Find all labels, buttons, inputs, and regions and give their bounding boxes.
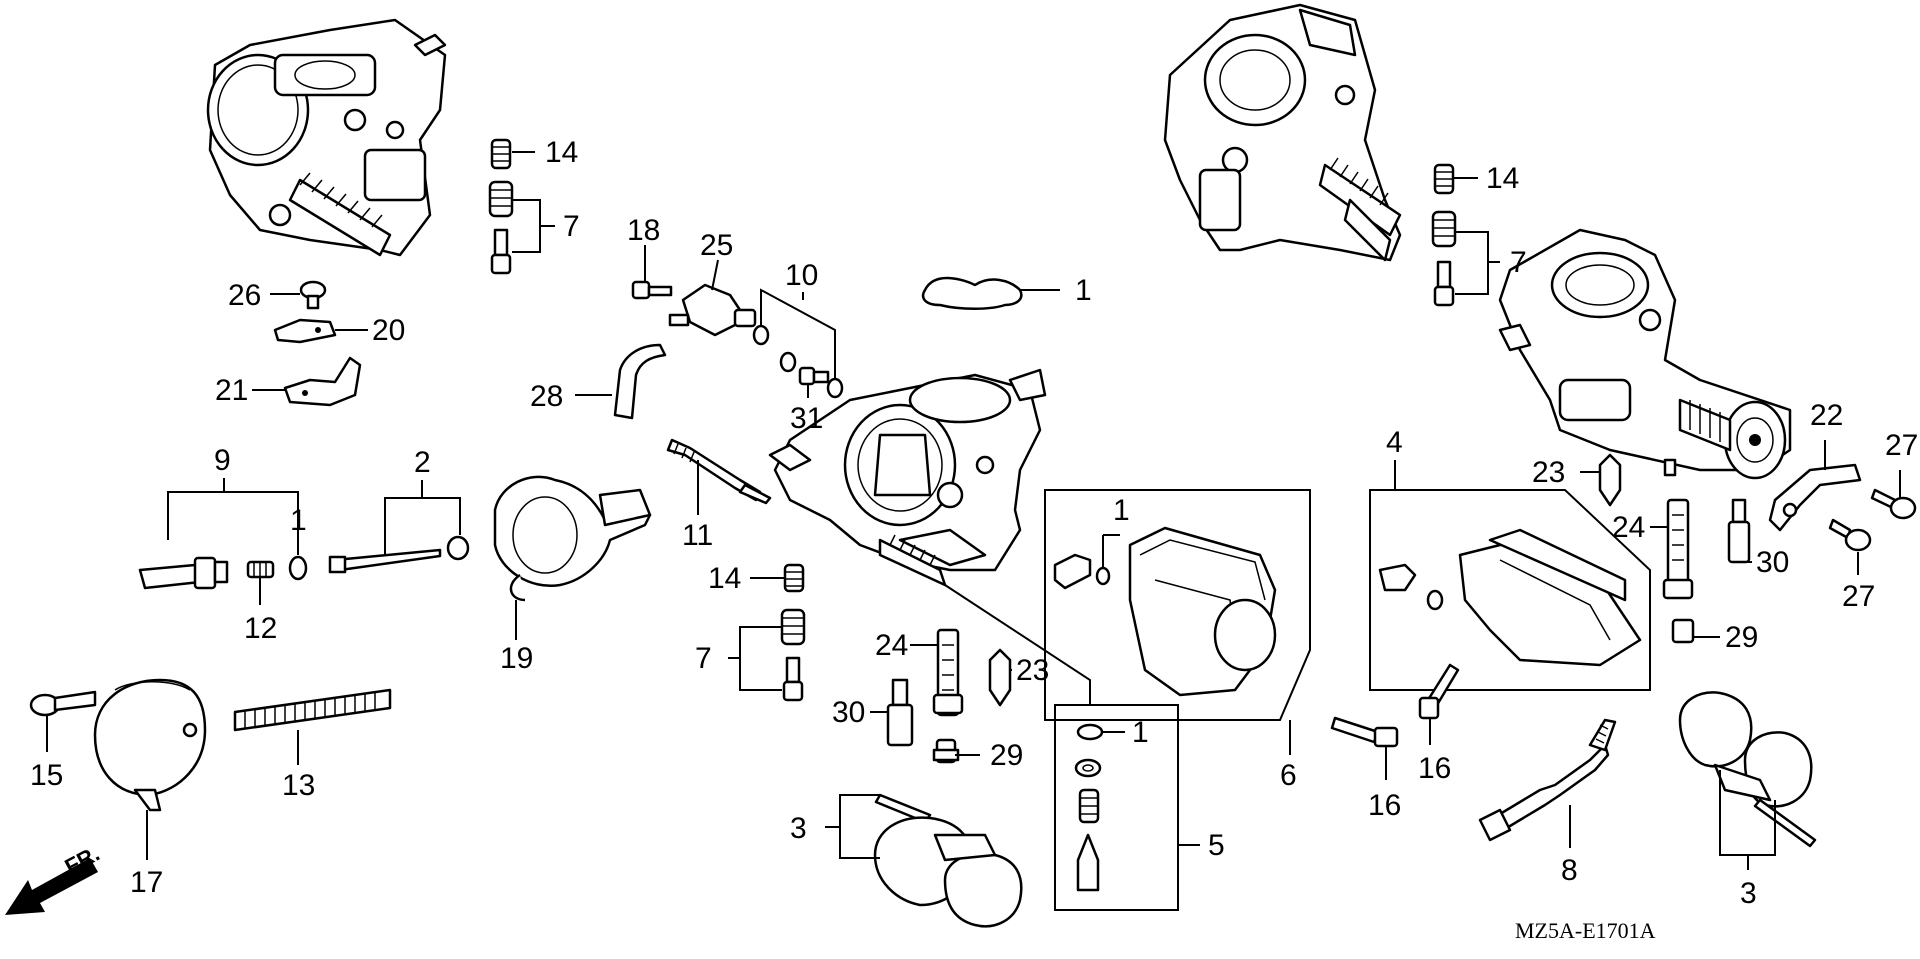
carburetor-body-top-right bbox=[1163, 3, 1402, 262]
screw-part-15 bbox=[29, 690, 97, 717]
callout-20: 20 bbox=[372, 314, 405, 347]
cover-part-17 bbox=[93, 678, 207, 812]
carburetor-body-right bbox=[1498, 228, 1792, 480]
callout-10: 10 bbox=[785, 259, 818, 292]
screw-part-16-left bbox=[1330, 716, 1399, 748]
needle-part-2 bbox=[328, 535, 470, 574]
o-ring-part-10 bbox=[752, 324, 844, 399]
spring-part-14-top-left bbox=[490, 138, 512, 170]
callout-9: 9 bbox=[214, 444, 231, 477]
valve-part-25 bbox=[668, 283, 757, 337]
callout-11: 11 bbox=[682, 519, 713, 552]
callout-14-top-left: 14 bbox=[545, 136, 578, 169]
callout-14-center: 14 bbox=[708, 562, 741, 595]
jet-part-30-center bbox=[886, 678, 914, 747]
float-chamber-part-4 bbox=[1369, 489, 1651, 691]
carburetor-body-top-left bbox=[206, 18, 447, 257]
jet-part-30-right bbox=[1727, 498, 1751, 564]
carburetor-body-center bbox=[768, 368, 1047, 587]
callout-12: 12 bbox=[244, 612, 277, 645]
throttle-part-3-right bbox=[1678, 691, 1817, 848]
cable-part-8 bbox=[1478, 718, 1617, 842]
front-direction-arrow: FR. bbox=[5, 841, 104, 915]
callout-23-center: 23 bbox=[1016, 654, 1049, 687]
callout-7-center: 7 bbox=[695, 642, 712, 675]
callout-21: 21 bbox=[215, 374, 248, 407]
callout-30-right: 30 bbox=[1756, 546, 1789, 579]
jet-set-part-7-top-left bbox=[488, 180, 514, 275]
callout-29-right: 29 bbox=[1725, 621, 1758, 654]
callout-1-gasket: 1 bbox=[1075, 274, 1092, 307]
callout-7-top-left: 7 bbox=[563, 210, 580, 243]
float-needle-set-part-5 bbox=[1054, 704, 1179, 911]
callout-19: 19 bbox=[500, 642, 533, 675]
float-chamber-part-6 bbox=[1044, 489, 1311, 721]
needle-jet-part-24-center bbox=[932, 628, 964, 717]
callout-3-center: 3 bbox=[790, 812, 807, 845]
callout-27-upper: 27 bbox=[1885, 429, 1918, 462]
gasket-part-1 bbox=[921, 276, 1023, 310]
callout-24-right: 24 bbox=[1612, 511, 1645, 544]
screw-part-16-right bbox=[1418, 663, 1460, 720]
bracket-part-22 bbox=[1768, 463, 1862, 532]
diagram-code: MZ5A-E1701A bbox=[1515, 918, 1656, 943]
spring-part-13 bbox=[233, 688, 392, 732]
callout-leader-lines bbox=[46, 151, 1901, 870]
callout-13: 13 bbox=[282, 769, 315, 802]
callout-16-right: 16 bbox=[1418, 752, 1451, 785]
callout-15: 15 bbox=[30, 759, 63, 792]
callout-1-left: 1 bbox=[290, 504, 307, 537]
callout-14-top-right: 14 bbox=[1486, 162, 1519, 195]
callout-1-part-6: 1 bbox=[1113, 494, 1130, 527]
tube-part-28 bbox=[613, 343, 667, 420]
screw-part-27-upper bbox=[1870, 488, 1917, 520]
callout-22: 22 bbox=[1810, 399, 1843, 432]
callout-1-part-5: 1 bbox=[1132, 716, 1149, 749]
screw-part-27-lower bbox=[1828, 518, 1872, 552]
callout-4: 4 bbox=[1386, 426, 1403, 459]
throttle-part-3-center bbox=[873, 793, 1023, 928]
jet-set-part-7-top-right bbox=[1431, 210, 1457, 307]
callout-8: 8 bbox=[1561, 854, 1578, 887]
spring-part-14-center bbox=[783, 563, 805, 593]
callout-24-center: 24 bbox=[875, 629, 908, 662]
jet-part-29-center bbox=[932, 738, 960, 764]
callout-28: 28 bbox=[530, 380, 563, 413]
callout-6: 6 bbox=[1280, 759, 1297, 792]
callout-18: 18 bbox=[627, 214, 660, 247]
callout-23-right: 23 bbox=[1532, 456, 1565, 489]
screw-part-18 bbox=[631, 280, 673, 300]
float-valve-part-23-center bbox=[988, 648, 1012, 707]
float-valve-part-23-right bbox=[1598, 453, 1622, 507]
callout-2: 2 bbox=[414, 446, 431, 479]
callout-7-top-right: 7 bbox=[1510, 246, 1527, 279]
callout-5: 5 bbox=[1208, 829, 1225, 862]
callout-29-center: 29 bbox=[990, 739, 1023, 772]
bracket-part-21 bbox=[283, 356, 362, 407]
callout-31: 31 bbox=[790, 402, 823, 435]
callout-25: 25 bbox=[700, 229, 733, 262]
bracket-part-20 bbox=[273, 318, 337, 344]
callout-3-right: 3 bbox=[1740, 877, 1757, 910]
screw-part-26 bbox=[299, 280, 327, 310]
spring-part-14-top-right bbox=[1433, 163, 1455, 195]
jet-part-29-right bbox=[1671, 618, 1695, 644]
o-ring-part-1-left bbox=[288, 555, 308, 581]
spring-part-12 bbox=[246, 560, 275, 579]
callout-27-lower: 27 bbox=[1842, 580, 1875, 613]
needle-jet-part-24-right bbox=[1662, 498, 1694, 600]
callout-26: 26 bbox=[228, 279, 261, 312]
callout-16-left: 16 bbox=[1368, 789, 1401, 822]
callout-labels: 14 7 26 20 21 18 25 10 31 28 1 14 7 9 1 … bbox=[30, 136, 1918, 910]
screw-part-11 bbox=[666, 438, 772, 505]
callout-30-center: 30 bbox=[832, 696, 865, 729]
callout-17: 17 bbox=[130, 866, 163, 899]
screw-set-part-9 bbox=[138, 556, 229, 590]
diaphragm-part-19 bbox=[493, 475, 652, 602]
jet-set-part-7-center bbox=[780, 608, 806, 702]
fitting-part-31 bbox=[798, 366, 830, 386]
